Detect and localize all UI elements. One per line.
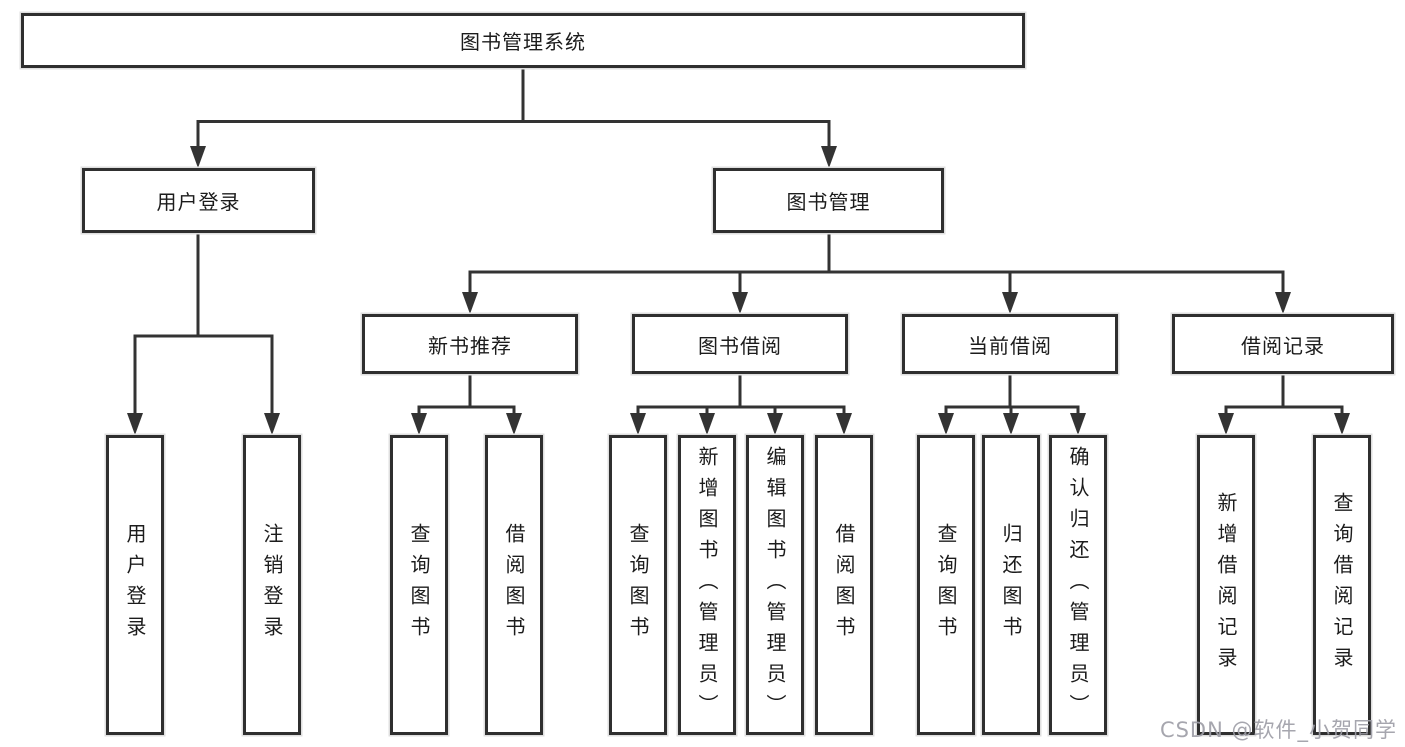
node-current-borrowing: 当前借阅: [902, 314, 1118, 374]
arrowhead: [836, 413, 852, 435]
leaf-records-query-record: 查询借阅记录: [1313, 435, 1371, 735]
node-label: 用户登录: [123, 523, 147, 647]
arrowhead: [506, 413, 522, 435]
arrowheads-group: [127, 146, 1350, 435]
leaf-records-add-record: 新增借阅记录: [1197, 435, 1255, 735]
arrowhead: [821, 146, 837, 168]
leaf-user-login: 用户登录: [106, 435, 164, 735]
arrowhead: [1218, 413, 1234, 435]
node-label: 查询图书: [626, 523, 650, 647]
arrowhead: [127, 413, 143, 435]
node-label: 编辑图书（管理员）: [763, 445, 787, 725]
leaf-borrowing-borrow-books: 借阅图书: [815, 435, 873, 735]
arrowhead: [732, 292, 748, 314]
arrowhead: [1002, 292, 1018, 314]
leaf-borrowing-add-books-admin: 新增图书（管理员）: [678, 435, 736, 735]
node-book-borrowing: 图书借阅: [632, 314, 848, 374]
node-label: 查询借阅记录: [1330, 492, 1354, 678]
arrowhead: [1070, 413, 1086, 435]
node-label: 新增借阅记录: [1214, 492, 1238, 678]
leaf-current-query-books: 查询图书: [917, 435, 975, 735]
arrowhead: [190, 146, 206, 168]
arrowhead: [699, 413, 715, 435]
leaf-logout: 注销登录: [243, 435, 301, 735]
node-label: 注销登录: [260, 523, 284, 647]
node-label: 借阅图书: [502, 523, 526, 647]
leaf-recommend-query-books: 查询图书: [390, 435, 448, 735]
leaf-current-confirm-return-admin: 确认归还（管理员）: [1049, 435, 1107, 735]
arrowhead: [1003, 413, 1019, 435]
node-label: 归还图书: [999, 523, 1023, 647]
arrowhead: [411, 413, 427, 435]
node-user-login-group: 用户登录: [82, 168, 315, 233]
node-label: 新增图书（管理员）: [695, 445, 719, 725]
leaf-current-return-books: 归还图书: [982, 435, 1040, 735]
node-label: 查询图书: [407, 523, 431, 647]
node-library-system: 图书管理系统: [21, 13, 1025, 68]
node-book-management: 图书管理: [713, 168, 944, 233]
node-label: 借阅记录: [1241, 333, 1325, 358]
node-label: 图书管理系统: [460, 30, 586, 54]
csdn-watermark: CSDN @软件_小贺同学: [1159, 718, 1397, 742]
node-borrowing-records: 借阅记录: [1172, 314, 1394, 374]
node-label: 用户登录: [156, 190, 241, 214]
leaf-borrowing-query-books: 查询图书: [609, 435, 667, 735]
leaf-recommend-borrow-books: 借阅图书: [485, 435, 543, 735]
node-label: 借阅图书: [832, 523, 856, 647]
arrowhead: [1334, 413, 1350, 435]
arrowhead: [767, 413, 783, 435]
arrowhead: [462, 292, 478, 314]
node-label: 当前借阅: [968, 333, 1052, 358]
node-label: 确认归还（管理员）: [1066, 445, 1090, 725]
arrowhead: [630, 413, 646, 435]
node-new-book-recommendation: 新书推荐: [362, 314, 578, 374]
node-label: 图书借阅: [698, 333, 782, 358]
arrowhead: [1275, 292, 1291, 314]
leaf-borrowing-edit-books-admin: 编辑图书（管理员）: [746, 435, 804, 735]
arrowhead: [264, 413, 280, 435]
node-label: 新书推荐: [428, 333, 512, 358]
node-label: 查询图书: [934, 523, 958, 647]
arrowhead: [938, 413, 954, 435]
node-label: 图书管理: [786, 190, 871, 214]
